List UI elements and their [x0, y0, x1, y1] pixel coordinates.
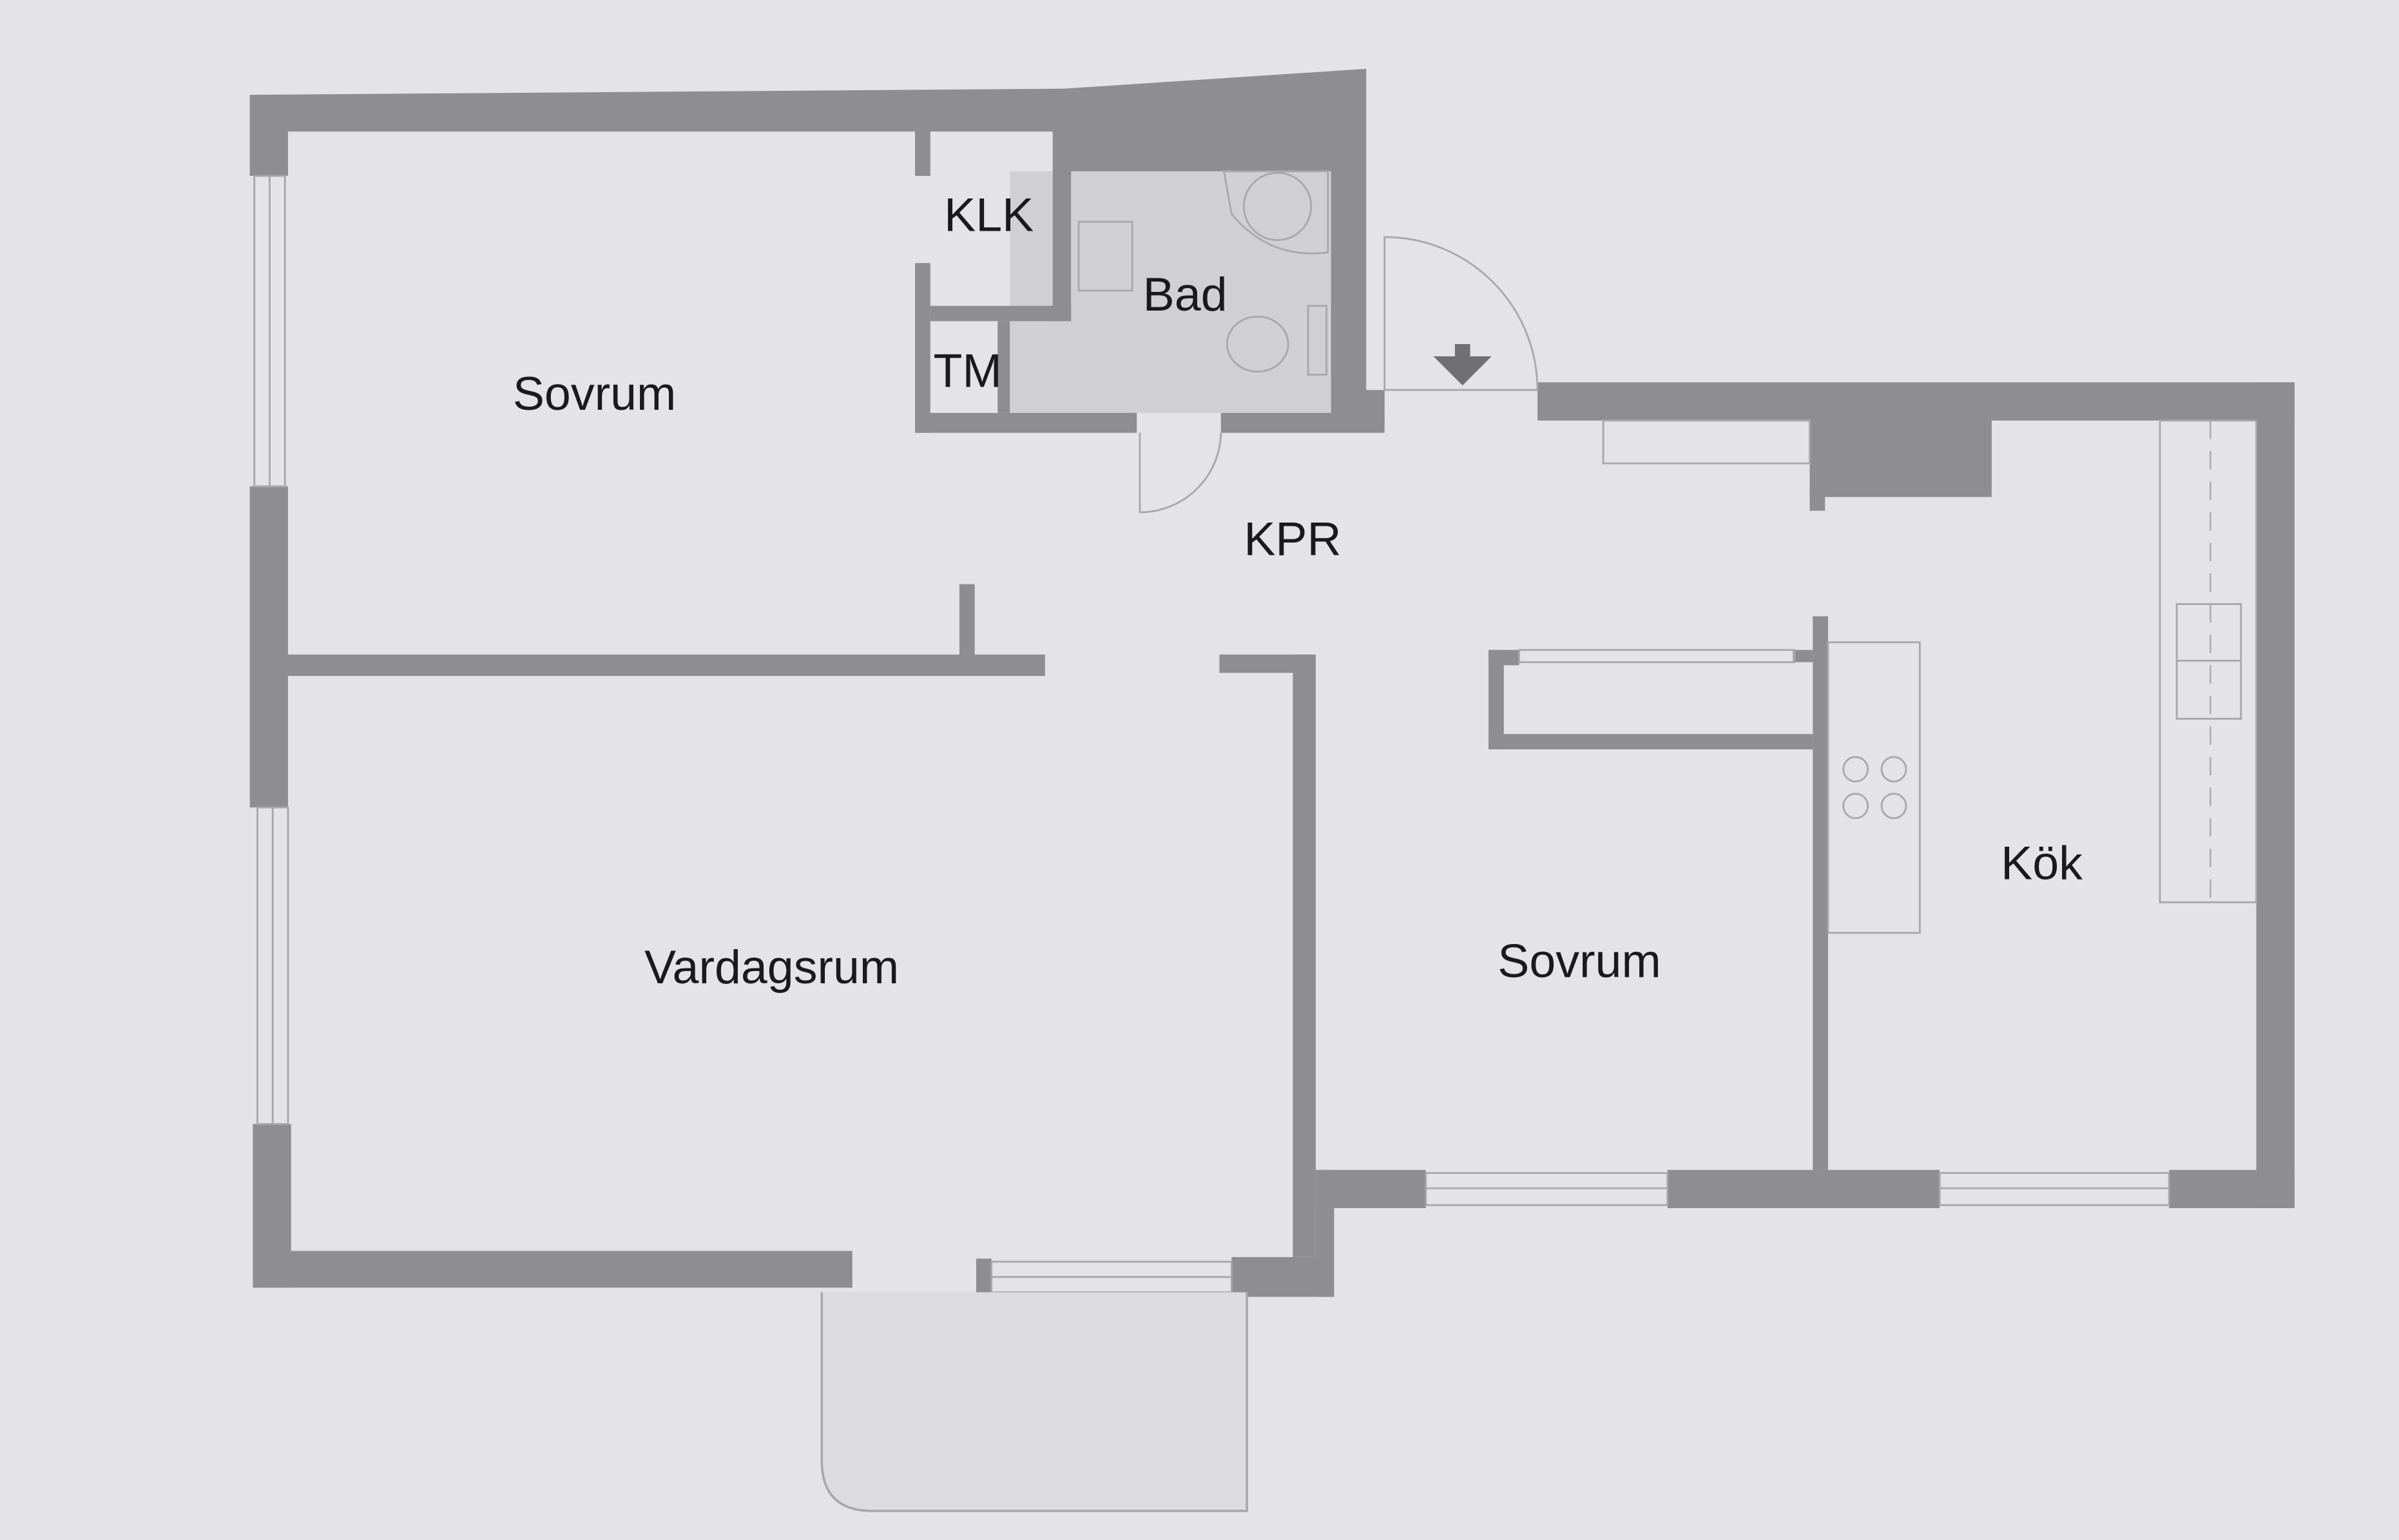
windows: [253, 175, 2170, 1293]
room-labels: Sovrum KLK Bad TM KPR Vardagsrum Sovrum …: [513, 188, 2083, 994]
room-label-kpr: KPR: [1244, 512, 1341, 566]
fixtures: [820, 170, 2257, 1512]
room-label-kok: Kök: [2001, 836, 2083, 890]
room-label-vardagsrum: Vardagsrum: [644, 940, 899, 994]
toilet-icon: [1226, 315, 1289, 373]
sink-icon: [1077, 220, 1133, 292]
walls: [249, 68, 2295, 1297]
room-label-klk: KLK: [944, 188, 1034, 241]
doors: [1139, 236, 1539, 514]
room-label-sovrum-2: Sovrum: [1498, 934, 1661, 988]
bathtub-icon: [1222, 170, 1329, 255]
stove-counter: [1827, 641, 1921, 934]
kitchen-counter: [2159, 419, 2257, 903]
balcony: [820, 1292, 1248, 1512]
stove-icon: [1842, 756, 1869, 783]
room-label-bad: Bad: [1143, 267, 1228, 321]
entrance-arrow-icon: [1433, 356, 1492, 386]
room-label-sovrum-1: Sovrum: [513, 367, 676, 420]
room-label-tm: TM: [934, 343, 1002, 397]
